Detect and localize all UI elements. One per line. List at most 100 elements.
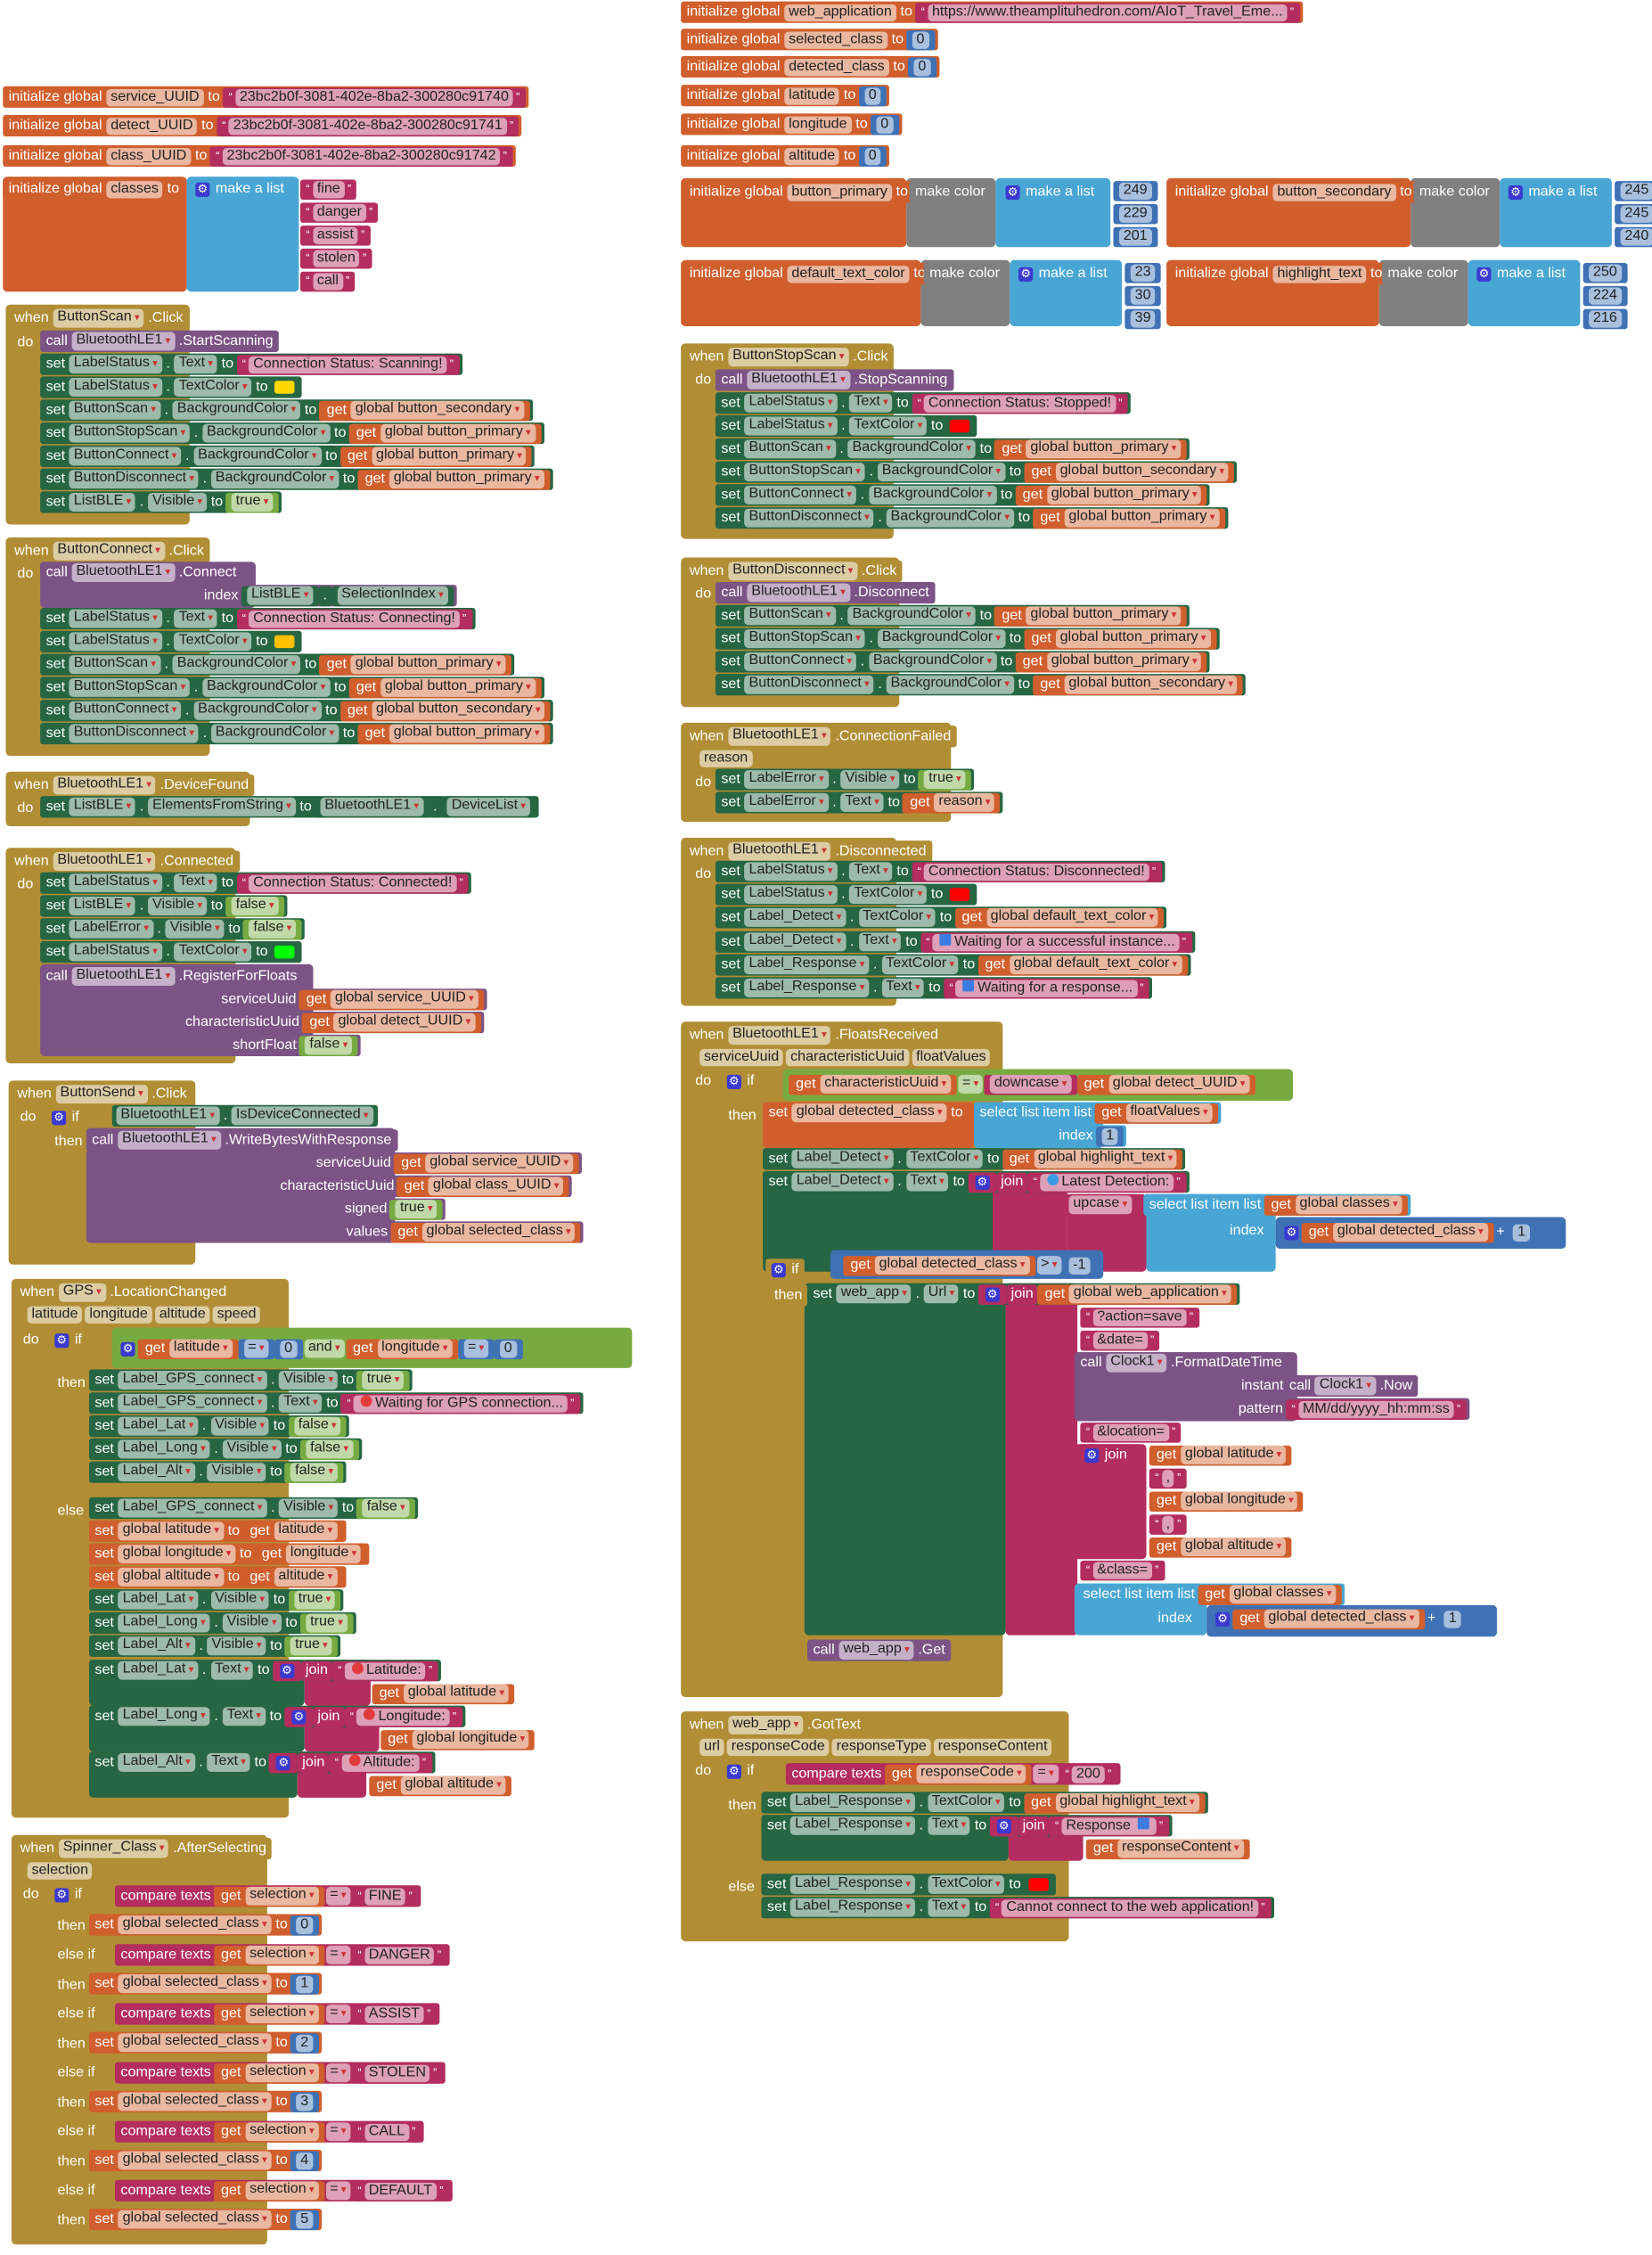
- string-block[interactable]: “DANGER”: [351, 1945, 447, 1965]
- component-dropdown[interactable]: LabelStatus: [69, 942, 162, 962]
- block-row[interactable]: ⚙if: [45, 1106, 86, 1128]
- component-dropdown[interactable]: Visible: [165, 919, 225, 939]
- component-dropdown[interactable]: LabelError: [744, 770, 829, 790]
- component-dropdown[interactable]: Label_Detect: [791, 1172, 894, 1192]
- block-row[interactable]: “danger”: [298, 201, 381, 223]
- string-value[interactable]: Response: [1061, 1816, 1157, 1834]
- string-value[interactable]: https://www.theamplituhedron.com/AIoT_Tr…: [928, 4, 1288, 21]
- variable-dropdown[interactable]: global button_primary: [1064, 508, 1220, 528]
- component-dropdown[interactable]: Label_Response: [790, 1874, 915, 1894]
- string-value[interactable]: MM/dd/yyyy_hh:mm:ss: [1298, 1400, 1454, 1418]
- logic-block[interactable]: true: [299, 1612, 354, 1634]
- component-dropdown[interactable]: BackgroundColor: [886, 675, 1014, 694]
- parameter-field[interactable]: button_secondary: [1272, 183, 1396, 201]
- block-row[interactable]: 249: [1110, 180, 1160, 201]
- block-row[interactable]: 250: [1580, 261, 1630, 283]
- block-row[interactable]: then: [52, 1915, 92, 1938]
- block-row[interactable]: “,”: [1147, 1467, 1190, 1488]
- number-value[interactable]: 23: [1130, 263, 1156, 282]
- number-value[interactable]: 245: [1620, 204, 1652, 223]
- component-dropdown[interactable]: Spinner_Class: [58, 1839, 169, 1858]
- component-dropdown[interactable]: ButtonConnect: [69, 447, 182, 466]
- block-row[interactable]: then: [48, 1130, 89, 1152]
- block-row[interactable]: “&date=”: [1077, 1329, 1163, 1350]
- parameter-field[interactable]: classes: [106, 180, 163, 198]
- block-row[interactable]: setButtonScan.BackgroundColortogetglobal…: [40, 399, 533, 422]
- block-row[interactable]: reason: [695, 747, 756, 769]
- string-value[interactable]: Longitude:: [356, 1708, 450, 1726]
- number-value[interactable]: 2: [296, 2034, 314, 2052]
- gear-icon[interactable]: ⚙: [54, 1887, 70, 1902]
- component-dropdown[interactable]: Visible: [148, 492, 207, 512]
- variable-dropdown[interactable]: global button_primary: [388, 470, 544, 489]
- component-dropdown[interactable]: TextColor: [174, 378, 252, 397]
- logic-value[interactable]: true: [290, 1636, 332, 1656]
- color-swatch[interactable]: [274, 945, 296, 959]
- string-block[interactable]: “ASSIST”: [351, 2004, 437, 2024]
- mutator-block[interactable]: ⚙: [989, 1816, 1018, 1836]
- number-value[interactable]: 1: [1443, 1610, 1461, 1628]
- component-dropdown[interactable]: Label_Detect: [744, 932, 846, 952]
- string-block[interactable]: “Cannot connect to the web application!”: [989, 1897, 1271, 1918]
- component-dropdown[interactable]: GPS: [58, 1283, 106, 1302]
- logic-value[interactable]: false: [306, 1439, 353, 1459]
- block-row[interactable]: ⚙make a list: [1470, 263, 1572, 285]
- component-dropdown[interactable]: BackgroundColor: [202, 677, 331, 697]
- logic-value[interactable]: false: [290, 1463, 338, 1482]
- component-dropdown[interactable]: ButtonConnect: [69, 701, 182, 720]
- component-dropdown[interactable]: TextColor: [927, 1793, 1005, 1812]
- block-row[interactable]: else: [52, 1500, 90, 1522]
- string-block[interactable]: “Latitude: ”: [331, 1660, 438, 1681]
- gear-icon[interactable]: ⚙: [279, 1663, 294, 1678]
- component-dropdown[interactable]: Label_Detect: [744, 907, 846, 927]
- component-dropdown[interactable]: global altitude: [118, 1567, 224, 1587]
- color-swatch[interactable]: [274, 381, 296, 394]
- number-value[interactable]: 0: [912, 30, 929, 49]
- parameter-field[interactable]: latitude: [27, 1305, 83, 1324]
- block-row[interactable]: setButtonDisconnect.BackgroundColortoget…: [40, 468, 553, 490]
- block-row[interactable]: setButtonScan.BackgroundColortogetglobal…: [715, 604, 1190, 627]
- string-value[interactable]: ,: [1161, 1469, 1174, 1487]
- string-block[interactable]: “&class=”: [1080, 1560, 1165, 1580]
- string-value[interactable]: 23bc2b0f-3081-402e-8ba2-300280c91741: [228, 117, 507, 135]
- string-block[interactable]: “assist”: [299, 225, 371, 245]
- component-dropdown[interactable]: Label_Alt: [118, 1752, 195, 1772]
- component-block[interactable]: DeviceList: [441, 796, 536, 817]
- block-row[interactable]: 245: [1612, 202, 1652, 224]
- parameter-field[interactable]: latitude: [784, 86, 840, 104]
- component-dropdown[interactable]: ListBLE: [69, 492, 136, 512]
- string-value[interactable]: &date=: [1092, 1331, 1148, 1349]
- component-dropdown[interactable]: BluetoothLE1: [118, 1130, 221, 1150]
- gear-icon[interactable]: ⚙: [985, 1286, 1000, 1301]
- variable-dropdown[interactable]: selection: [245, 2181, 319, 2201]
- string-value[interactable]: Waiting for a response...: [955, 979, 1138, 997]
- gear-icon[interactable]: ⚙: [726, 1074, 741, 1089]
- component-dropdown[interactable]: Text: [881, 978, 925, 997]
